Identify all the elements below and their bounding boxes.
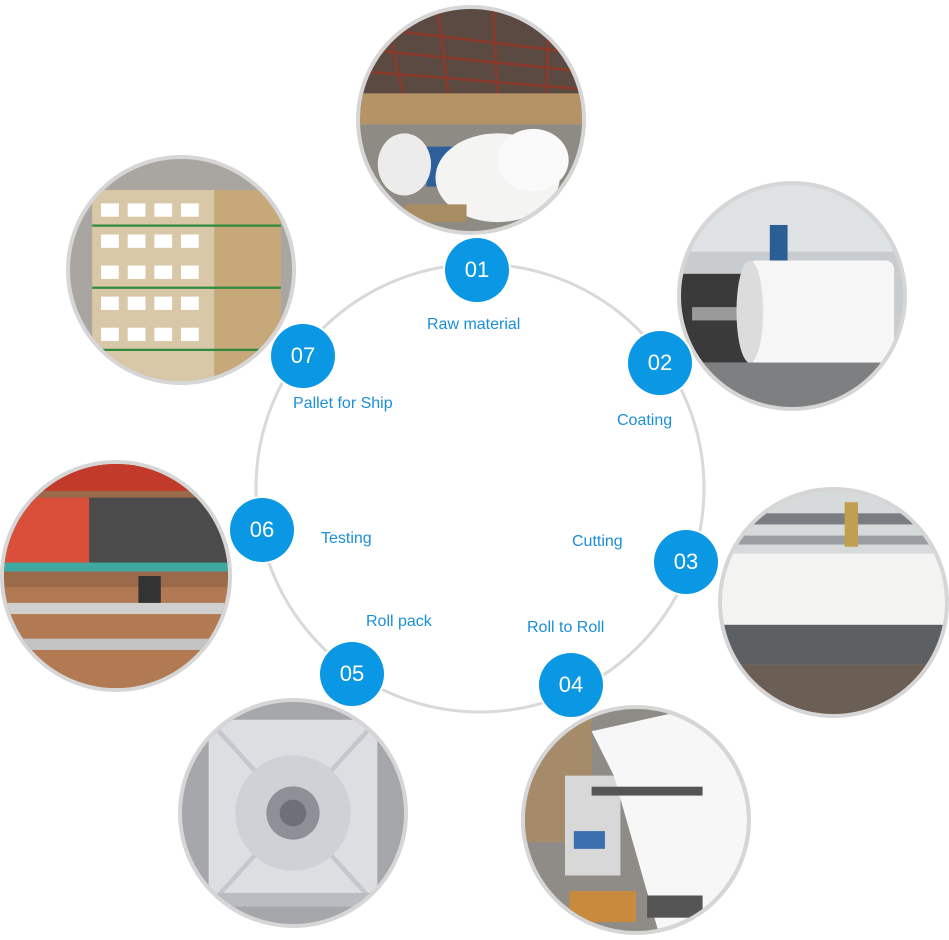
step-5-label: Roll pack — [366, 613, 432, 630]
step-4-photo — [521, 705, 751, 935]
step-2-photo — [677, 181, 907, 411]
step-3-photo — [718, 487, 949, 718]
step-5-number-badge: 05 — [320, 642, 384, 706]
step-4-label: Roll to Roll — [527, 619, 605, 636]
step-2-number-badge: 02 — [628, 331, 692, 395]
step-6-number-badge: 06 — [230, 498, 294, 562]
step-7-label: Pallet for Ship — [293, 395, 393, 412]
step-1-number-badge: 01 — [445, 238, 509, 302]
step-1-photo — [356, 5, 586, 235]
step-3-number-badge: 03 — [654, 530, 718, 594]
step-6-label: Testing — [321, 530, 372, 547]
step-3-label: Cutting — [572, 533, 623, 550]
step-5-photo — [178, 698, 408, 928]
step-7-photo — [66, 155, 296, 385]
step-2-label: Coating — [617, 412, 673, 429]
step-1-label: Raw material — [427, 316, 521, 333]
step-6-photo — [0, 460, 232, 692]
step-4-number-badge: 04 — [539, 653, 603, 717]
step-7-number-badge: 07 — [271, 324, 335, 388]
